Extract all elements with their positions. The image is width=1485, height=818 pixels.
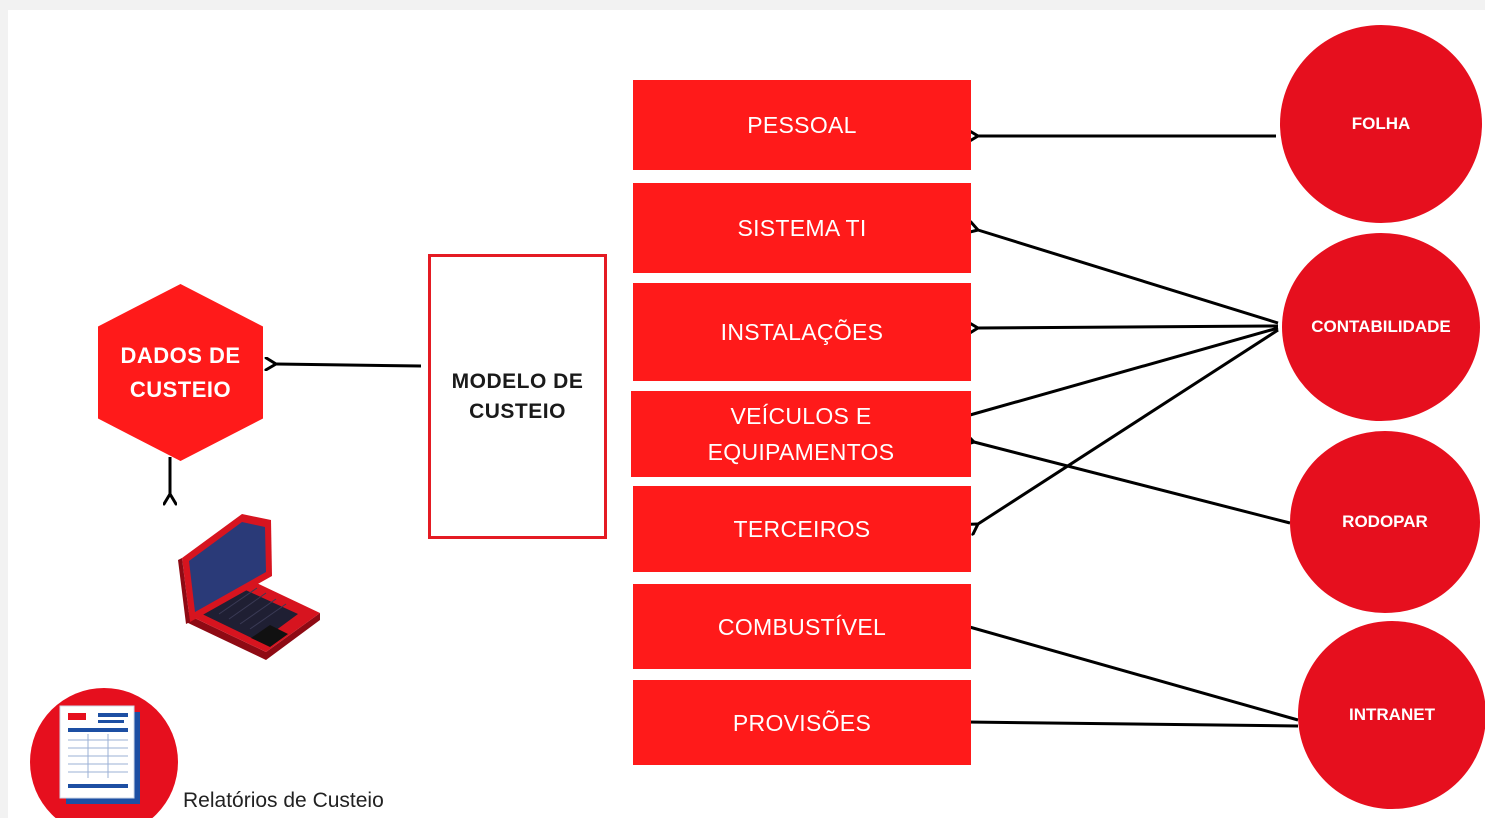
source-label: FOLHA xyxy=(1351,114,1411,133)
arrow-contabilidade-veiculos xyxy=(970,326,1279,415)
category-label: SISTEMA TI xyxy=(737,215,867,241)
source-rodopar: RODOPAR xyxy=(1290,431,1480,613)
source-label: RODOPAR xyxy=(1342,512,1428,531)
category-veiculos-equipamentos: VEÍCULOS E EQUIPAMENTOS xyxy=(631,391,971,477)
model-label: MODELO DE CUSTEIO xyxy=(451,369,584,423)
category-label: PROVISÕES xyxy=(732,709,872,736)
connector-layer xyxy=(8,10,1299,818)
category-label: VEÍCULOS E EQUIPAMENTOS xyxy=(707,403,895,465)
category-label: COMBUSTÍVEL xyxy=(717,613,887,640)
category-provisoes: PROVISÕES xyxy=(633,680,971,765)
category-pessoal: PESSOAL xyxy=(633,80,971,170)
source-contabilidade: CONTABILIDADE xyxy=(1282,233,1480,421)
category-sistema-ti: SISTEMA TI xyxy=(633,183,971,273)
arrow-contabilidade-instalacoes xyxy=(978,326,1279,328)
category-combustivel: COMBUSTÍVEL xyxy=(633,584,971,669)
category-label: TERCEIROS xyxy=(733,516,871,542)
arrow-contabilidade-terceiros xyxy=(978,328,1279,524)
arrow-intranet-combustivel xyxy=(966,626,1299,722)
arrow-rodopar-veiculos xyxy=(974,442,1291,525)
category-label: INSTALAÇÕES xyxy=(720,319,884,345)
laptop-icon xyxy=(178,514,320,660)
arrow-contabilidade-sistema-ti xyxy=(978,230,1279,325)
dados-de-custeio-hexagon: DADOS DE CUSTEIO xyxy=(98,284,263,461)
category-terceiros: TERCEIROS xyxy=(633,486,971,572)
category-label: PESSOAL xyxy=(747,112,857,138)
source-folha: FOLHA xyxy=(1280,25,1482,223)
arrow-intranet-provisoes xyxy=(966,722,1299,726)
source-label: CONTABILIDADE xyxy=(1311,317,1451,336)
arrow-modelo-dados xyxy=(276,364,422,366)
modelo-de-custeio-box: MODELO DE CUSTEIO xyxy=(428,254,607,539)
report-label: Relatórios de Custeio xyxy=(183,789,384,812)
diagram-canvas: PESSOAL SISTEMA TI INSTALAÇÕES VEÍCULOS … xyxy=(8,10,1485,818)
report-document-icon xyxy=(59,705,140,804)
source-label: INTRANET xyxy=(1349,705,1435,724)
category-instalacoes: INSTALAÇÕES xyxy=(633,283,971,381)
hexagon-label: DADOS DE CUSTEIO xyxy=(120,342,241,402)
source-intranet: INTRANET xyxy=(1298,621,1485,809)
